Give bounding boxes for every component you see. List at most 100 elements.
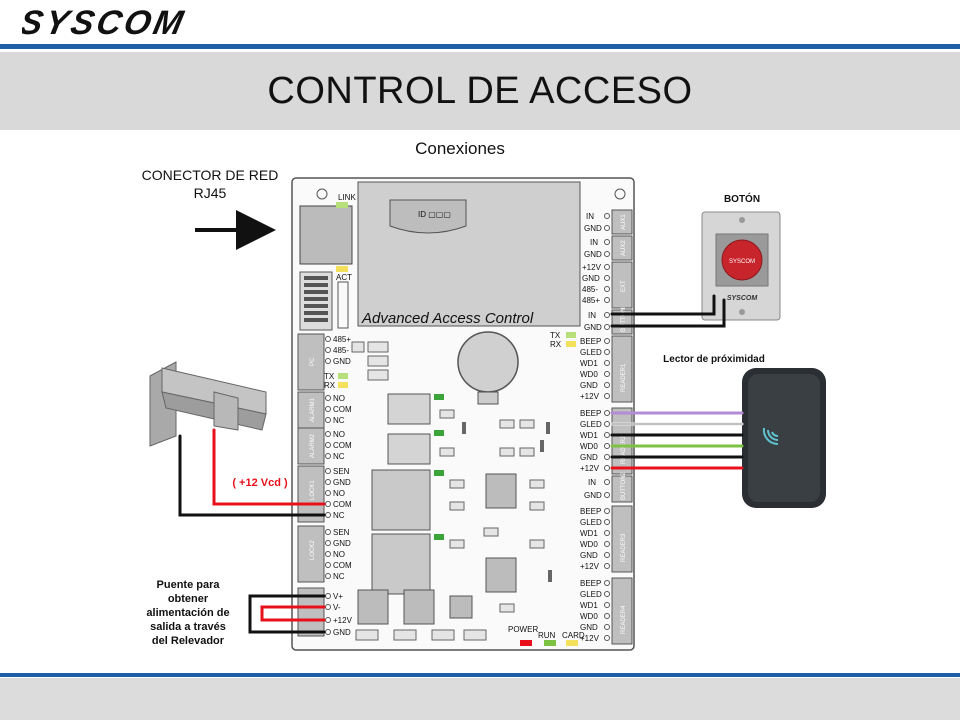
svg-text:BEEP: BEEP	[580, 579, 601, 588]
svg-text:+12V: +12V	[333, 616, 353, 625]
ic-chip	[403, 589, 435, 625]
alarm2-label: ALARM2	[310, 433, 316, 458]
svg-text:485+: 485+	[333, 335, 351, 344]
lock2-label: LOCK2	[310, 540, 316, 560]
svg-text:IN: IN	[590, 238, 598, 247]
title-band	[0, 52, 960, 130]
svg-text:READER3: READER3	[621, 533, 627, 562]
svg-text:WD1: WD1	[580, 529, 598, 538]
svg-text:GND: GND	[584, 323, 602, 332]
ic-chip	[357, 589, 389, 625]
svg-text:WD1: WD1	[580, 601, 598, 610]
syscom-logo: SYSCOM	[22, 4, 189, 42]
alarm2-terminal: NO COM NC	[325, 430, 352, 461]
svg-text:COM: COM	[333, 405, 352, 414]
ext-terminal: +12V GND 485- 485+ EXT	[582, 261, 633, 309]
svg-text:RX: RX	[550, 340, 562, 349]
aux1-terminal: IN GND AUX1	[584, 209, 633, 235]
mount-hole	[316, 188, 328, 200]
svg-text:READER4: READER4	[621, 605, 627, 634]
svg-text:NC: NC	[333, 416, 345, 425]
svg-text:485+: 485+	[582, 296, 600, 305]
svg-text:salida a través: salida a través	[150, 621, 226, 633]
svg-text:GND: GND	[584, 491, 602, 500]
svg-text:WD1: WD1	[580, 431, 598, 440]
svg-text:+12V: +12V	[580, 392, 600, 401]
svg-text:IN: IN	[586, 212, 594, 221]
svg-text:485-: 485-	[333, 346, 349, 355]
wiring	[178, 294, 744, 634]
svg-text:NO: NO	[333, 430, 345, 439]
svg-text:GND: GND	[333, 539, 351, 548]
exit-button-device: SYSCOM SYSCOM	[701, 211, 781, 321]
page-title: CONTROL DE ACCESO	[267, 70, 693, 112]
svg-text:AUX2: AUX2	[621, 240, 627, 256]
diagram-caption: Conexiones	[415, 139, 505, 158]
svg-text:V-: V-	[333, 603, 341, 612]
alarm1-label: ALARM1	[310, 397, 316, 422]
rj45-jack	[299, 205, 353, 265]
svg-text:CARD: CARD	[562, 631, 585, 640]
svg-text:AUX1: AUX1	[621, 214, 627, 230]
svg-text:GND: GND	[580, 381, 598, 390]
chip-window	[389, 199, 467, 234]
svg-text:BUTTON: BUTTON	[621, 307, 627, 332]
svg-text:GLED: GLED	[580, 420, 602, 429]
svg-text:NO: NO	[333, 550, 345, 559]
svg-text:GND: GND	[580, 623, 598, 632]
svg-text:READER2: READER2	[621, 435, 627, 464]
ic-chip	[485, 557, 517, 593]
aux2-terminal: IN GND AUX2	[584, 235, 633, 261]
link-led	[336, 202, 348, 208]
lock-relay	[371, 469, 431, 531]
footer-band	[0, 678, 960, 720]
lock-voltage-label: ( +12 Vcd )	[232, 477, 288, 489]
lock-relay	[371, 533, 431, 595]
relay	[387, 393, 431, 425]
reader1-terminal: BEEP GLED WD1 WD0 GND +12V READER1	[580, 335, 633, 403]
button2-terminal: IN GND BUTTON2	[584, 471, 633, 503]
svg-text:Puente para: Puente para	[157, 579, 221, 591]
svg-text:485-: 485-	[582, 285, 598, 294]
svg-text:READER1: READER1	[621, 363, 627, 392]
svg-text:IN: IN	[588, 478, 596, 487]
svg-text:+12V: +12V	[580, 634, 600, 643]
svg-text:GND: GND	[333, 357, 351, 366]
rj45-label: RJ45	[194, 185, 227, 201]
link-label: LINK	[338, 193, 356, 202]
svg-text:TX: TX	[550, 331, 561, 340]
button-brand: SYSCOM	[727, 295, 758, 302]
svg-text:SEN: SEN	[333, 467, 350, 476]
mount-hole	[614, 188, 626, 200]
svg-text:GLED: GLED	[580, 590, 602, 599]
svg-text:BEEP: BEEP	[580, 409, 601, 418]
svg-text:BEEP: BEEP	[580, 507, 601, 516]
button-title: BOTÓN	[724, 192, 760, 205]
svg-text:+12V: +12V	[580, 562, 600, 571]
svg-text:alimentación de: alimentación de	[146, 607, 229, 619]
relay	[387, 433, 431, 465]
lock2-terminal: SEN GND NO COM NC	[325, 528, 352, 581]
magnetic-lock	[149, 361, 267, 447]
svg-text:GND: GND	[580, 551, 598, 560]
footer-rule	[0, 673, 960, 677]
exit-button-terminal: IN GND BUTTON	[584, 307, 633, 335]
svg-text:GLED: GLED	[580, 518, 602, 527]
svg-text:EXT: EXT	[621, 280, 627, 292]
svg-text:POWER: POWER	[508, 625, 538, 634]
svg-text:NC: NC	[333, 511, 345, 520]
svg-text:RUN: RUN	[538, 631, 556, 640]
svg-text:WD0: WD0	[580, 442, 598, 451]
svg-text:GND: GND	[582, 274, 600, 283]
pc-block-label-bar	[297, 333, 325, 391]
svg-text:IN: IN	[588, 311, 596, 320]
lock1-label: LOCK1	[310, 480, 316, 500]
act-label: ACT	[336, 273, 352, 282]
tx-rx-leds: TX RX	[550, 331, 576, 349]
svg-text:del Relevador: del Relevador	[152, 635, 225, 647]
svg-text:+12V: +12V	[580, 464, 600, 473]
svg-text:WD0: WD0	[580, 540, 598, 549]
svg-text:COM: COM	[333, 500, 352, 509]
pc-block-label: PC	[310, 357, 316, 366]
svg-text:WD0: WD0	[580, 370, 598, 379]
